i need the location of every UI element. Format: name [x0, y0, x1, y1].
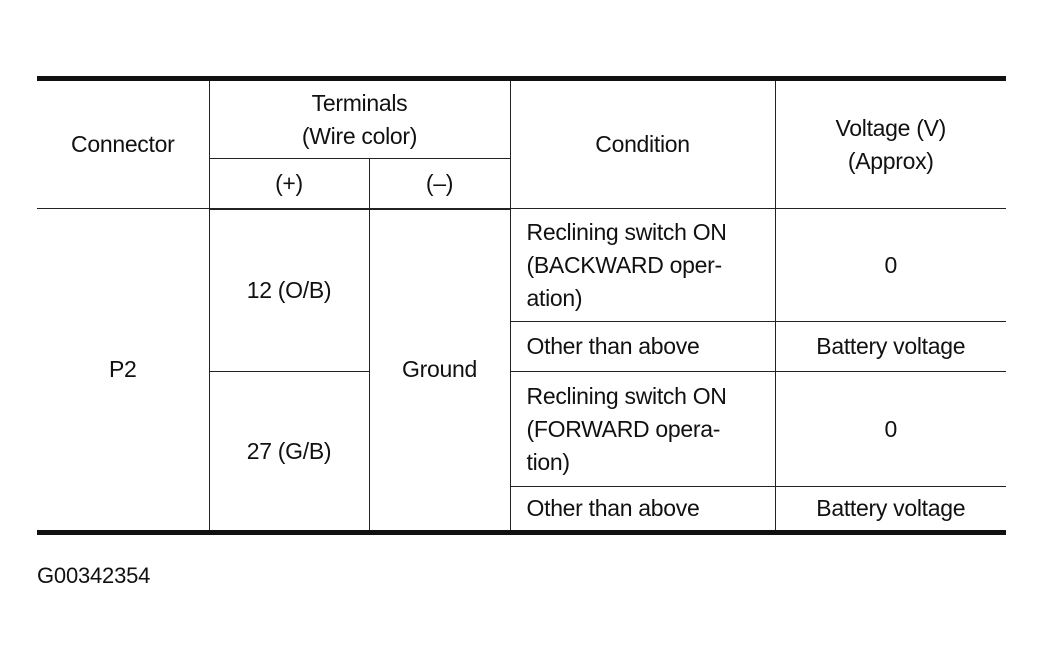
condition-line: Reclining switch ON — [526, 218, 727, 245]
minus-terminal-header: (–) — [368, 158, 511, 210]
voltage-header-line-2: (Approx) — [847, 147, 934, 174]
voltage-cell: 0 — [774, 371, 1007, 487]
voltage-header-line-1: Voltage (V) — [835, 114, 947, 141]
voltage-header: Voltage (V) (Approx) — [774, 78, 1007, 209]
condition-line: Other than above — [526, 495, 700, 521]
terminals-header-line-2: (Wire color) — [301, 122, 418, 149]
connector-header: Connector — [37, 78, 210, 209]
condition-cell: Other than above — [510, 486, 776, 533]
condition-line: tion) — [526, 448, 571, 475]
terminals-header: Terminals (Wire color) — [208, 78, 511, 159]
condition-cell: Reclining switch ON (FORWARD opera- tion… — [509, 371, 776, 487]
terminals-header-line-1: Terminals — [311, 89, 408, 116]
condition-cell: Reclining switch ON (BACKWARD oper- atio… — [509, 208, 776, 322]
condition-line: Reclining switch ON — [526, 382, 727, 409]
condition-header: Condition — [509, 78, 776, 209]
condition-line: Other than above — [526, 333, 700, 359]
connector-cell: P2 — [37, 208, 210, 533]
voltage-spec-table: Connector Terminals (Wire color) Conditi… — [37, 76, 1007, 535]
voltage-cell: Battery voltage — [774, 486, 1007, 533]
condition-line: ation) — [526, 284, 583, 311]
condition-cell: Other than above — [510, 321, 776, 372]
figure-id: G00342354 — [37, 563, 151, 588]
voltage-cell: Battery voltage — [774, 321, 1007, 372]
condition-line: (FORWARD opera- — [526, 415, 721, 442]
terminal-cell-12: 12 (O/B) — [208, 208, 370, 372]
condition-line: (BACKWARD oper- — [526, 251, 723, 278]
ground-cell: Ground — [368, 208, 511, 533]
terminal-cell-27: 27 (G/B) — [209, 371, 370, 533]
plus-terminal-header: (+) — [209, 158, 370, 210]
voltage-cell: 0 — [774, 208, 1007, 322]
